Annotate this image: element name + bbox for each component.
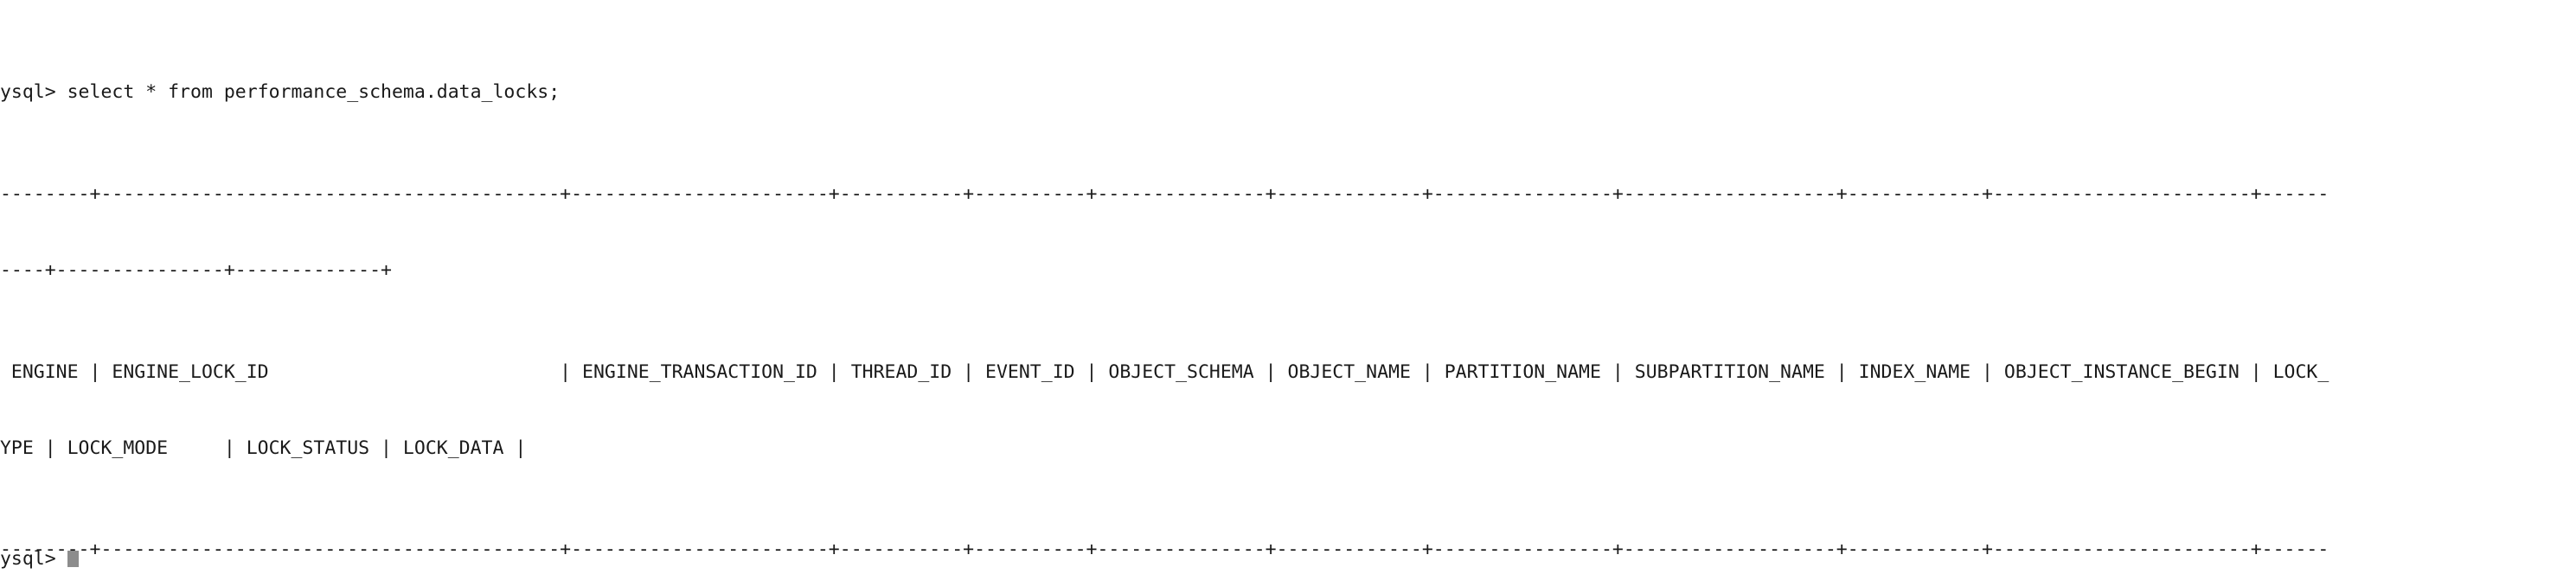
table-header-part1: | ENGINE | ENGINE_LOCK_ID | ENGINE_TRANS… xyxy=(0,360,2329,383)
terminal-screen: mysql> select * from performance_schema.… xyxy=(0,3,2362,574)
command-line: mysql> select * from performance_schema.… xyxy=(0,81,561,104)
table-border-top-part1: +--------+------------------------------… xyxy=(0,182,2329,205)
text-cursor xyxy=(67,551,79,567)
prompt-line[interactable]: mysql> xyxy=(0,546,79,571)
table-border-header-part1: +--------+------------------------------… xyxy=(0,539,2329,561)
table-header-part2: TYPE | LOCK_MODE | LOCK_STATUS | LOCK_DA… xyxy=(0,437,527,459)
table-border-top-part2: -----+---------------+-------------+ xyxy=(0,259,392,282)
prompt-label: mysql> xyxy=(0,548,56,570)
